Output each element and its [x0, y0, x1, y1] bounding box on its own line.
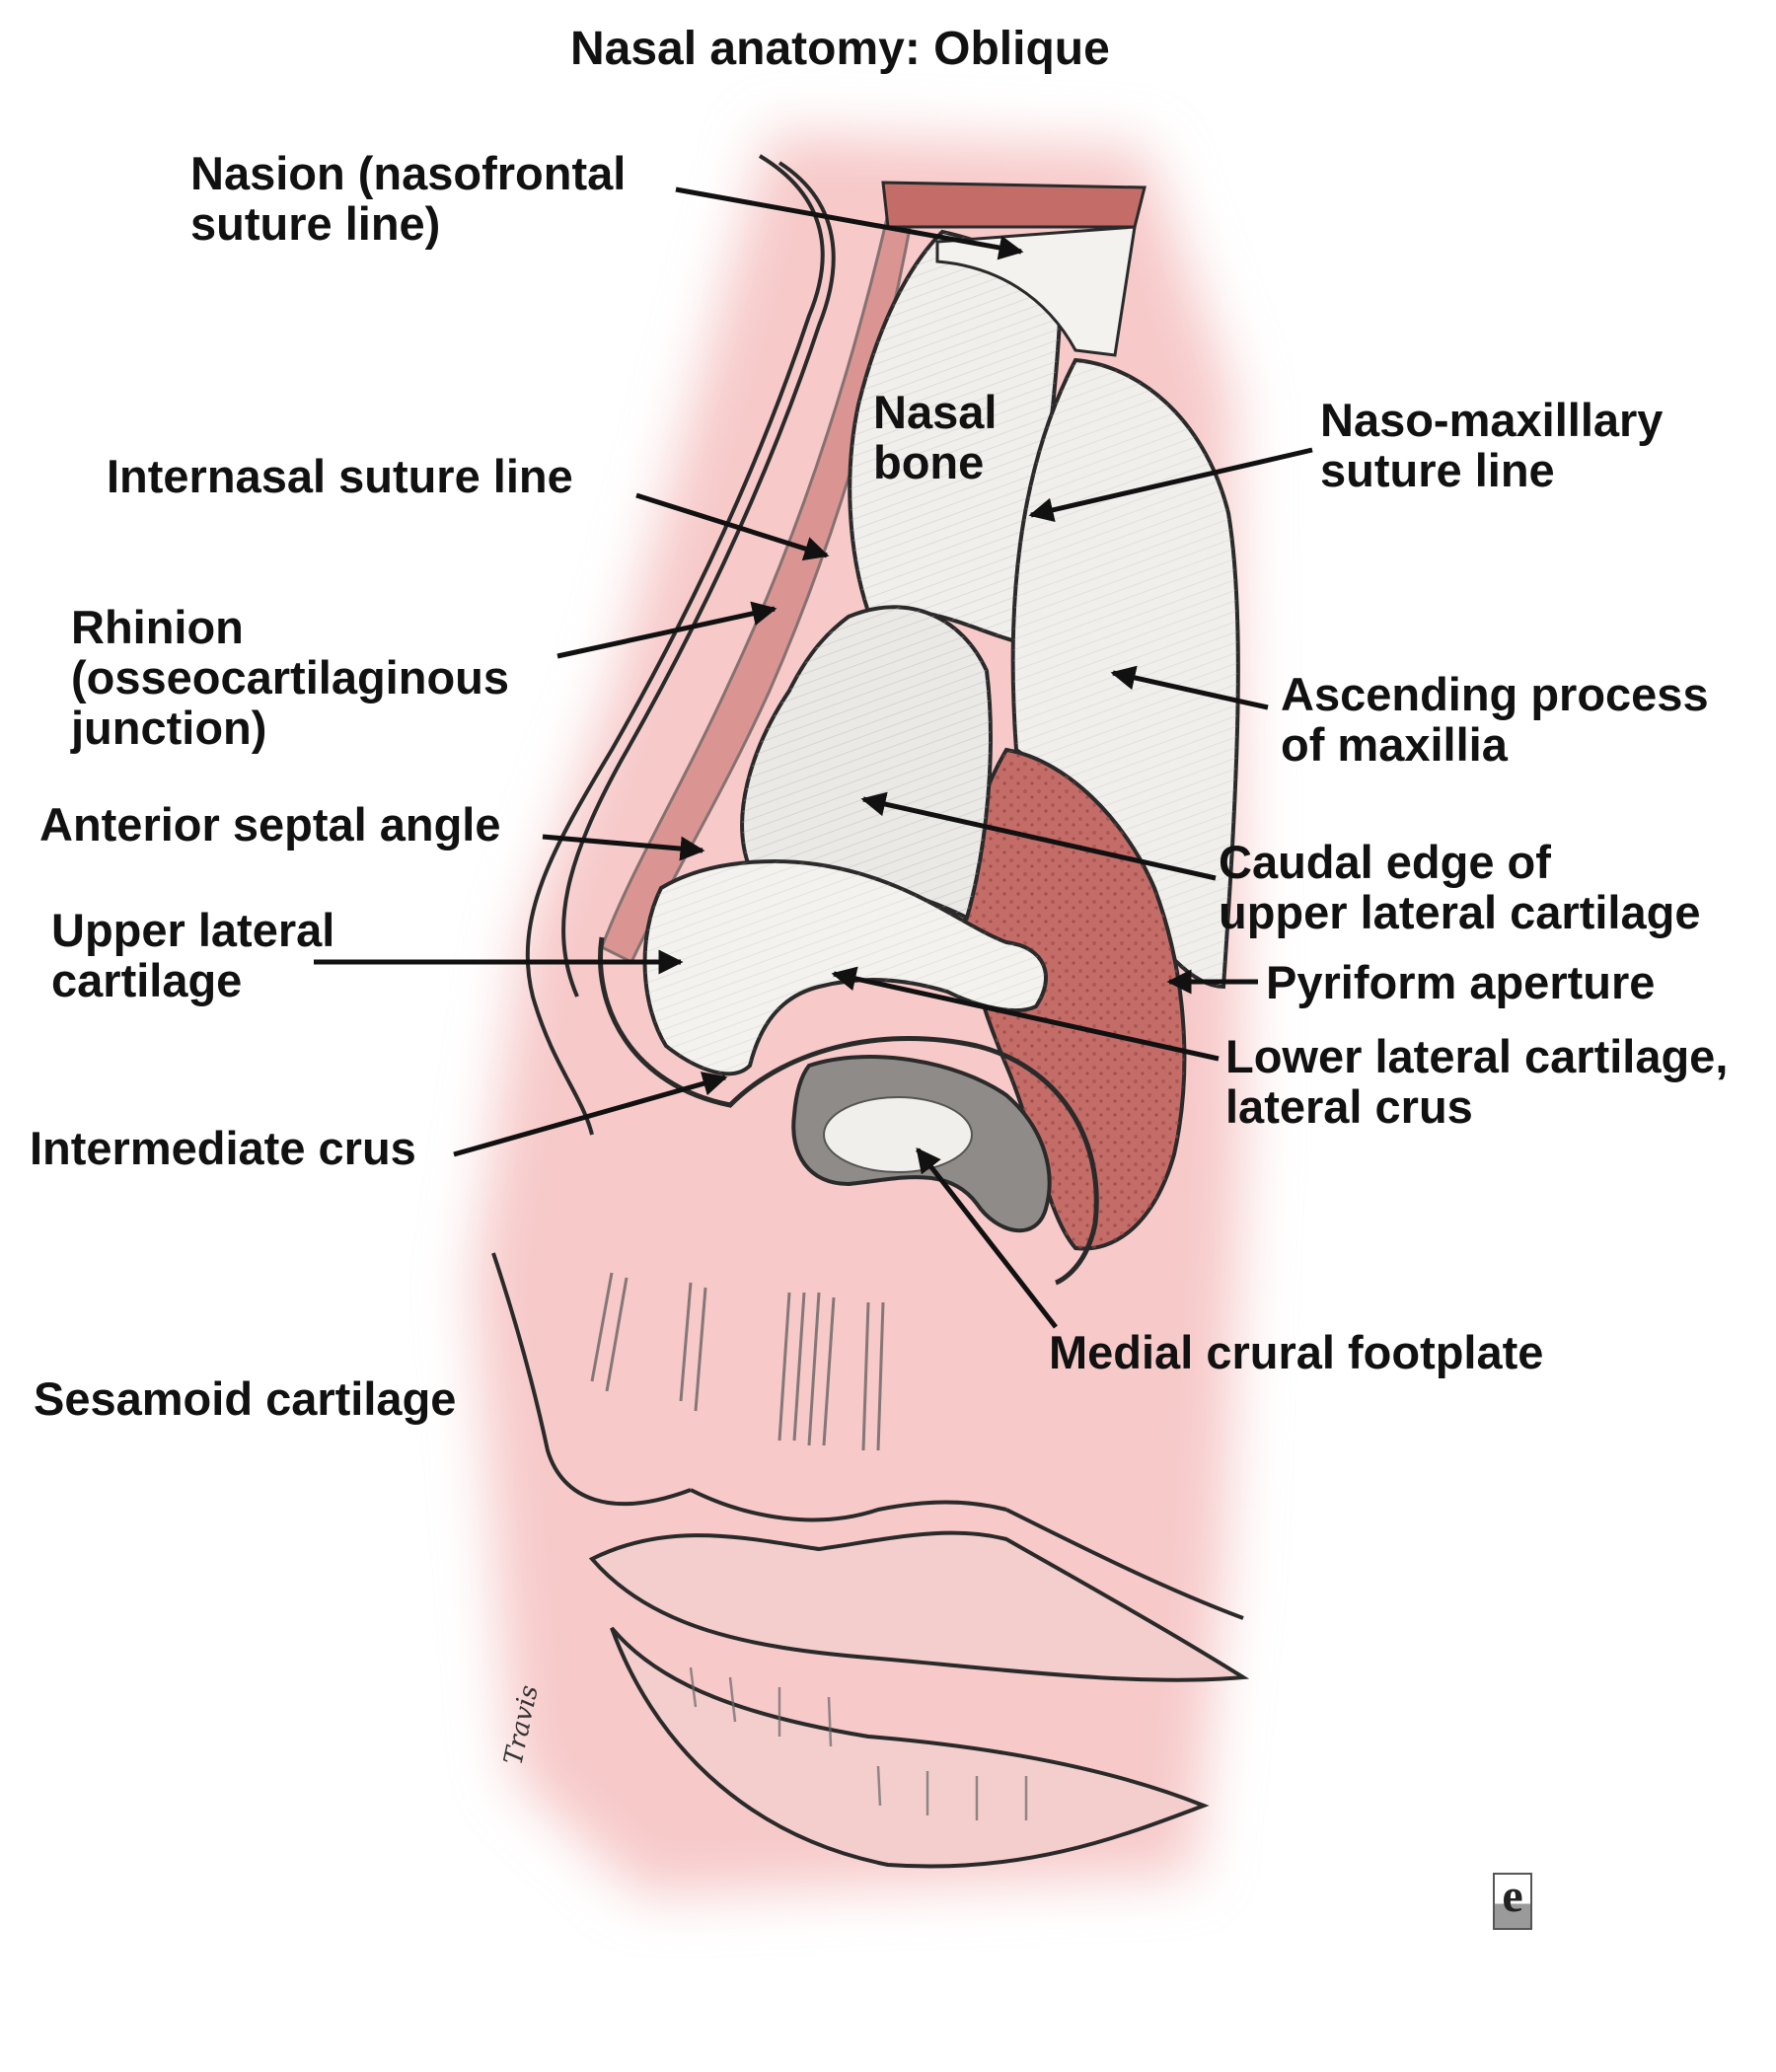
label-pyriform-aperture-line-1: Pyriform aperture: [1266, 956, 1656, 1008]
label-caudal-edge: Caudal edge of upper lateral cartilage: [1219, 837, 1700, 937]
label-sesamoid-cartilage-line-1: Sesamoid cartilage: [34, 1372, 457, 1425]
nasion-bar: [881, 181, 1147, 229]
publisher-logo: e: [1493, 1873, 1532, 1930]
label-naso-maxillary-line-2: suture line: [1320, 444, 1555, 496]
label-caudal-edge-line-2: upper lateral cartilage: [1219, 886, 1701, 938]
label-lower-lateral-cartilage-line-1: Lower lateral cartilage,: [1225, 1030, 1729, 1082]
philtrum-and-upper-lip: [491, 1252, 1244, 1620]
label-nasal-bone: Nasal bone: [873, 387, 997, 487]
frontal-bone-piece: [935, 225, 1137, 357]
label-upper-lateral-cartilage: Upper lateral cartilage: [51, 905, 334, 1005]
philtrum-shading: [590, 1272, 885, 1451]
label-lower-lateral-cartilage: Lower lateral cartilage, lateral crus: [1225, 1031, 1728, 1132]
caudal-edge-leader: [860, 791, 1217, 881]
label-naso-maxillary-suture-line: Naso-maxilllary suture line: [1320, 395, 1663, 495]
label-sesamoid-cartilage: Sesamoid cartilage: [34, 1373, 456, 1424]
label-naso-maxillary-line-1: Naso-maxilllary: [1320, 394, 1664, 446]
label-lower-lateral-cartilage-line-2: lateral crus: [1225, 1080, 1473, 1133]
medial-crural-footplate-shape: [823, 1096, 973, 1173]
anterior-septal-angle-leader: [542, 834, 705, 861]
label-intermediate-crus-line-1: Intermediate crus: [30, 1122, 416, 1174]
label-rhinion: Rhinion (osseocartilaginous junction): [71, 602, 509, 753]
medial-crural-footplate-leader: [916, 1147, 1058, 1329]
label-pyriform-aperture: Pyriform aperture: [1266, 957, 1655, 1007]
label-rhinion-line-1: Rhinion: [71, 601, 244, 653]
upper-lip: [588, 1530, 1250, 1682]
diagram-title: Nasal anatomy: Oblique: [570, 23, 1110, 75]
lip-texture: [689, 1666, 1028, 1820]
label-nasion-line-1: Nasion (nasofrontal: [190, 147, 627, 199]
label-rhinion-line-2: (osseocartilaginous: [71, 651, 509, 703]
internasal-leader: [635, 492, 830, 561]
label-rhinion-line-3: junction): [71, 702, 267, 754]
label-medial-crural-footplate-line-1: Medial crural footplate: [1049, 1326, 1544, 1378]
label-caudal-edge-line-1: Caudal edge of: [1219, 836, 1551, 888]
alar-rim: [598, 936, 1099, 1286]
label-nasal-bone-line-2: bone: [873, 436, 985, 488]
label-nasal-bone-line-1: Nasal: [873, 386, 998, 438]
label-intermediate-crus: Intermediate crus: [30, 1123, 416, 1173]
label-ascending-process-line-2: of maxillia: [1281, 718, 1508, 771]
lower-lateral-cartilage-leader: [831, 966, 1220, 1062]
label-internasal-line-1: Internasal suture line: [107, 450, 573, 502]
label-ascending-process: Ascending process of maxillia: [1281, 669, 1709, 770]
label-nasion-line-2: suture line): [190, 197, 441, 250]
label-upper-lateral-cartilage-line-2: cartilage: [51, 954, 243, 1006]
nose-profile: [525, 154, 836, 1136]
label-medial-crural-footplate: Medial crural footplate: [1049, 1327, 1543, 1377]
label-internasal-suture-line: Internasal suture line: [107, 451, 573, 501]
intermediate-crus-leader: [453, 1072, 728, 1157]
rhinion-leader: [556, 601, 777, 659]
label-upper-lateral-cartilage-line-1: Upper lateral: [51, 904, 335, 956]
label-ascending-process-line-1: Ascending process: [1281, 668, 1709, 720]
ascending-process-leader: [1110, 665, 1269, 710]
naso-maxillary-leader: [1028, 447, 1313, 523]
nasion-leader: [675, 186, 1024, 260]
leader-lines: [314, 186, 1313, 1329]
label-anterior-septal-angle: Anterior septal angle: [39, 799, 501, 850]
label-nasion: Nasion (nasofrontal suture line): [190, 148, 626, 249]
label-anterior-septal-angle-line-1: Anterior septal angle: [39, 798, 501, 851]
